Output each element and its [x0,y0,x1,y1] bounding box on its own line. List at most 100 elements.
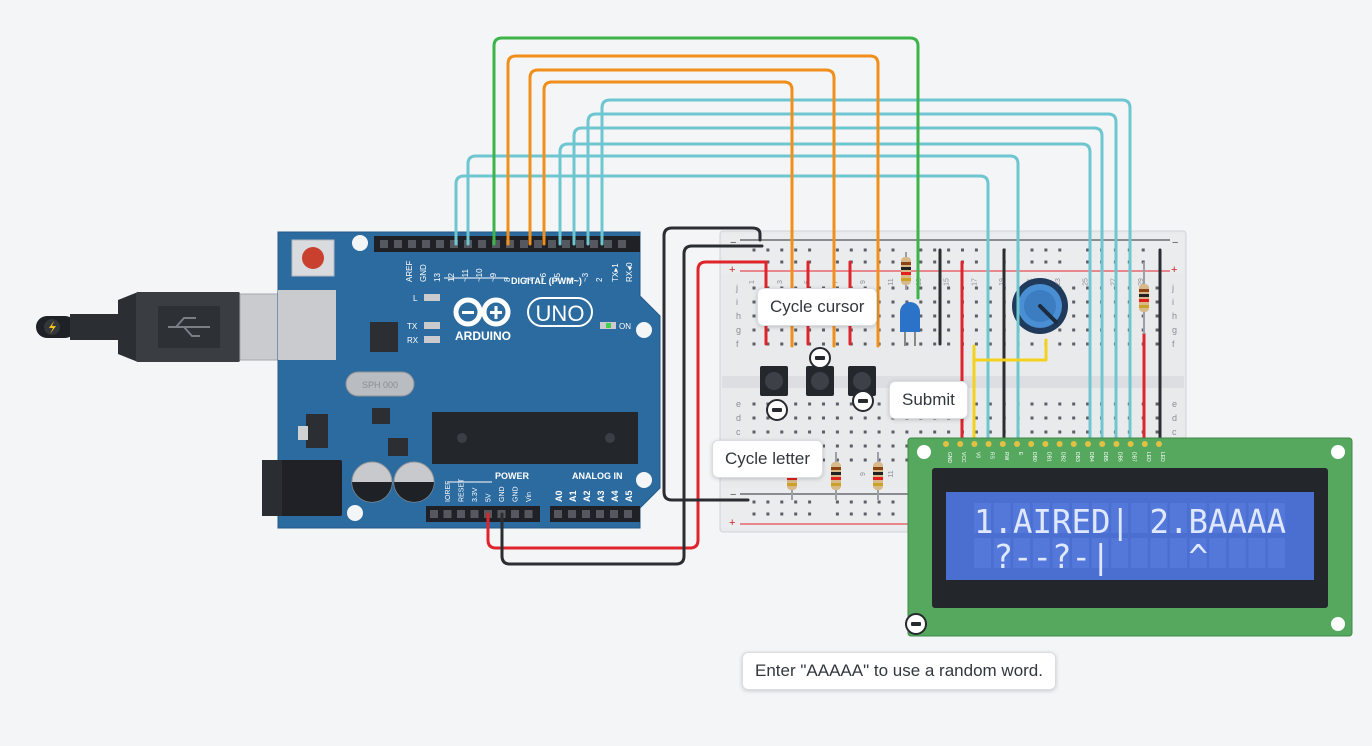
wire-green[interactable] [492,36,920,300]
bb-hole [863,444,867,448]
resistor[interactable] [1139,262,1149,334]
bb-hole [780,512,784,516]
pushbutton-cycle-cursor[interactable] [806,366,834,396]
bb-hole [1072,314,1076,318]
header-pin [562,240,570,248]
wire-red-5v[interactable] [486,260,768,550]
header-pin [380,240,388,248]
power-header [426,506,540,522]
digital-pin-label: 12 [447,273,456,282]
wire-teal[interactable] [454,174,990,450]
lcd-cells [974,503,1285,568]
led-l [424,294,440,301]
lcd-cell [1072,538,1089,568]
mount-hole [1331,445,1345,459]
wire-teal[interactable] [600,98,1132,450]
analog-pin-label: A3 [596,490,606,502]
lcd-cell [974,538,991,568]
bb-hole [766,416,770,420]
analog-pin-label: A1 [568,490,578,502]
note-handle-icon[interactable] [766,399,788,421]
pushbutton-cycle-letter[interactable] [760,366,788,396]
wire-teal[interactable] [558,142,1092,450]
lcd-line-1: 1.AIRED| 2.BAAAA [974,502,1286,541]
bb-hole [891,444,895,448]
resistor[interactable] [901,252,911,290]
digital-pin-label: 13 [433,273,442,282]
bb-hole [974,286,978,290]
note-random-word[interactable]: Enter "AAAAA" to use a random word. [742,652,1056,690]
lcd-cell [1248,503,1266,533]
bb-hole [933,300,937,304]
lcd-pin-label: DB5 [1102,452,1108,462]
wire-orange[interactable] [528,68,836,348]
bb-hole [1058,248,1062,252]
jumper-black-group [938,248,1162,450]
mount-hole [347,505,363,521]
resistor[interactable] [831,452,841,500]
note-cycle-cursor[interactable]: Cycle cursor [757,288,878,326]
resistor[interactable] [873,452,883,500]
bb-hole [822,416,825,420]
lcd-pin-label: LED [1159,452,1165,462]
potentiometer[interactable] [1012,278,1068,334]
note-handle-icon[interactable] [809,347,831,369]
bb-row-letter: h [736,311,741,321]
bb-hole [947,328,951,332]
bb-hole [1155,416,1159,420]
bb-hole [891,286,895,290]
bb-column-number: 9 [860,280,867,284]
pushbutton-submit[interactable] [848,366,876,396]
model-badge [527,297,593,327]
bb-hole [780,500,784,504]
bb-hole [1086,300,1090,304]
bb-row-letter: j [1171,283,1174,293]
wire-black-gnd[interactable] [500,244,764,566]
power-label: POWER [495,471,530,481]
bb-hole [988,430,992,434]
bb-column-number: 7 [832,280,839,284]
bb-hole [1044,248,1048,252]
bb-hole [1155,430,1159,434]
note-cycle-letter[interactable]: Cycle letter [712,440,824,478]
wire-teal[interactable] [572,126,1104,450]
led-blue[interactable] [900,302,920,346]
digital-pin-label: 8 [503,277,512,282]
lcd-cell [1248,538,1266,568]
bb-row-letter: d [1172,413,1177,423]
bb-hole [766,512,770,516]
bb-column-number: 11 [888,278,895,285]
bb-hole [780,248,784,252]
note-handle-icon[interactable] [905,613,927,635]
lcd-pin [943,441,949,447]
lcd-pin-label: V0 [974,452,980,458]
wire-black-gnd-rail[interactable] [662,226,762,502]
usb-chip [370,322,398,352]
note-cycle-letter-text: Cycle letter [725,449,811,468]
digital-pin-label: ~3 [581,272,590,282]
bb-hole [891,458,895,462]
wire-teal[interactable] [586,112,1118,450]
wire-yellow-v0[interactable] [972,338,1048,450]
digital-pin-label: 7 [525,277,534,282]
wire-orange[interactable] [506,54,880,348]
lcd-cell [1189,538,1207,568]
reset-button[interactable] [291,239,335,277]
header-pin [520,240,528,248]
wires[interactable] [454,36,1162,566]
lcd-cell [1111,538,1129,568]
bb-hole [974,402,978,406]
power-jack[interactable] [262,460,342,516]
header-pin [596,510,604,518]
on-label: ON [619,322,631,331]
wire-orange[interactable] [542,80,794,348]
bb-column-number: 29 [1138,278,1145,286]
note-submit[interactable]: Submit [889,381,968,419]
wire-teal[interactable] [466,154,1020,450]
arduino-uno-board[interactable]: SPH 000 L TX RX ON ARDUINO UNO [262,231,661,529]
note-handle-icon[interactable] [852,390,874,412]
bb-hole [822,402,825,406]
